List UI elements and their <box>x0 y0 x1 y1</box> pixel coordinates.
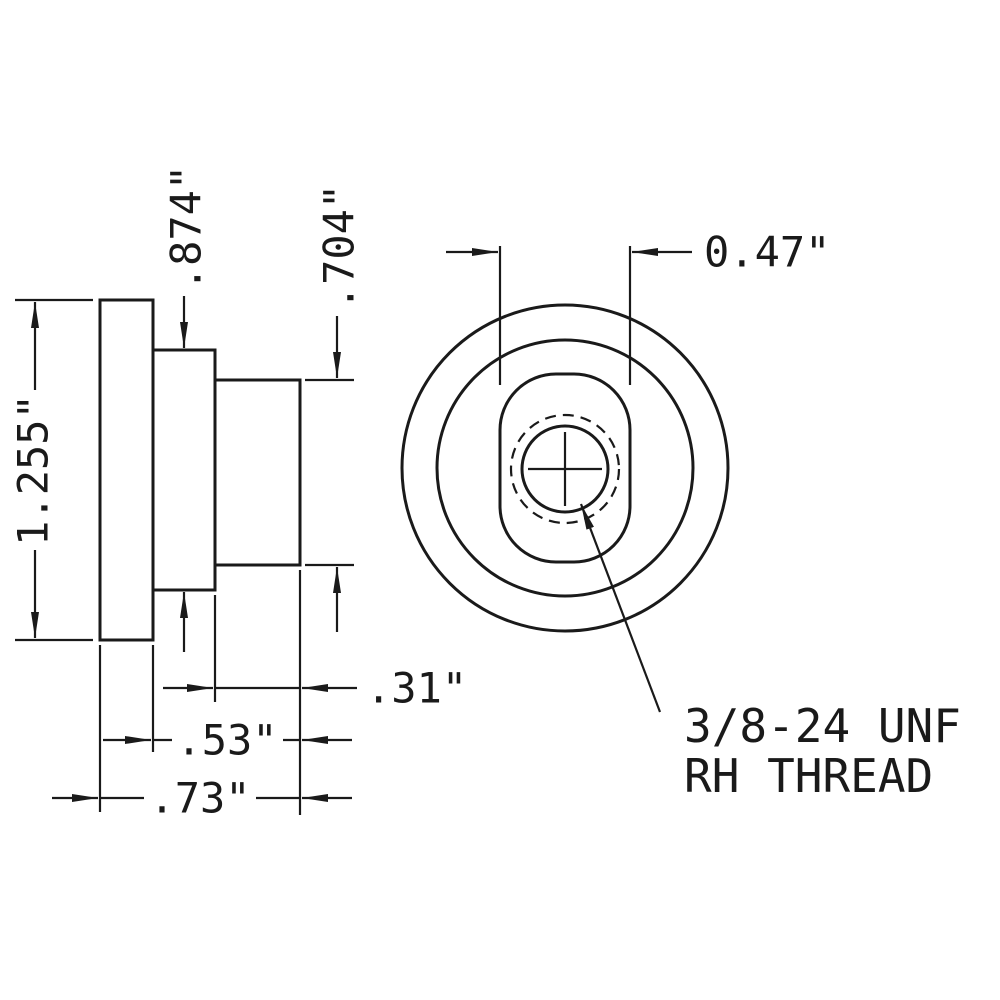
dim-stem-height: .704" <box>305 184 364 632</box>
outer-flange-circle <box>400 303 730 633</box>
dim-overall-height-label: 1.255" <box>9 394 58 546</box>
dim-slot-width: 0.47" <box>446 228 830 385</box>
dim-hub-height: .874" <box>162 165 211 652</box>
thread-note-line2: RH THREAD <box>684 749 933 803</box>
stem-outline <box>213 378 302 567</box>
side-view: 1.255" .874" .704" .31" <box>9 165 468 823</box>
dim-stem-length-label: .31" <box>366 664 467 713</box>
dim-slot-width-label: 0.47" <box>704 228 830 277</box>
leader-line <box>579 503 662 713</box>
thread-note-line1: 3/8-24 UNF <box>684 699 961 753</box>
thread-callout: 3/8-24 UNF RH THREAD <box>579 503 961 803</box>
dim-hub-length-label: .53" <box>176 716 277 765</box>
hub-circle <box>435 338 695 598</box>
thread-major-dashed-circle <box>509 413 621 525</box>
hub-outline <box>151 348 217 592</box>
dim-hub-length: .53" <box>103 716 352 765</box>
flange-outline <box>98 298 155 642</box>
dim-stem-length: .31" <box>163 664 467 713</box>
slot-outline <box>498 372 632 564</box>
dim-overall-length-label: .73" <box>149 774 250 823</box>
thread-hole-circle <box>520 424 610 514</box>
front-view: 0.47" 3/8-24 UNF RH THREAD <box>400 228 961 803</box>
dim-overall-height: 1.255" <box>9 298 93 642</box>
dim-hub-height-label: .874" <box>162 165 211 291</box>
dim-overall-length: .73" <box>52 774 352 823</box>
dim-stem-height-label: .704" <box>315 184 364 310</box>
